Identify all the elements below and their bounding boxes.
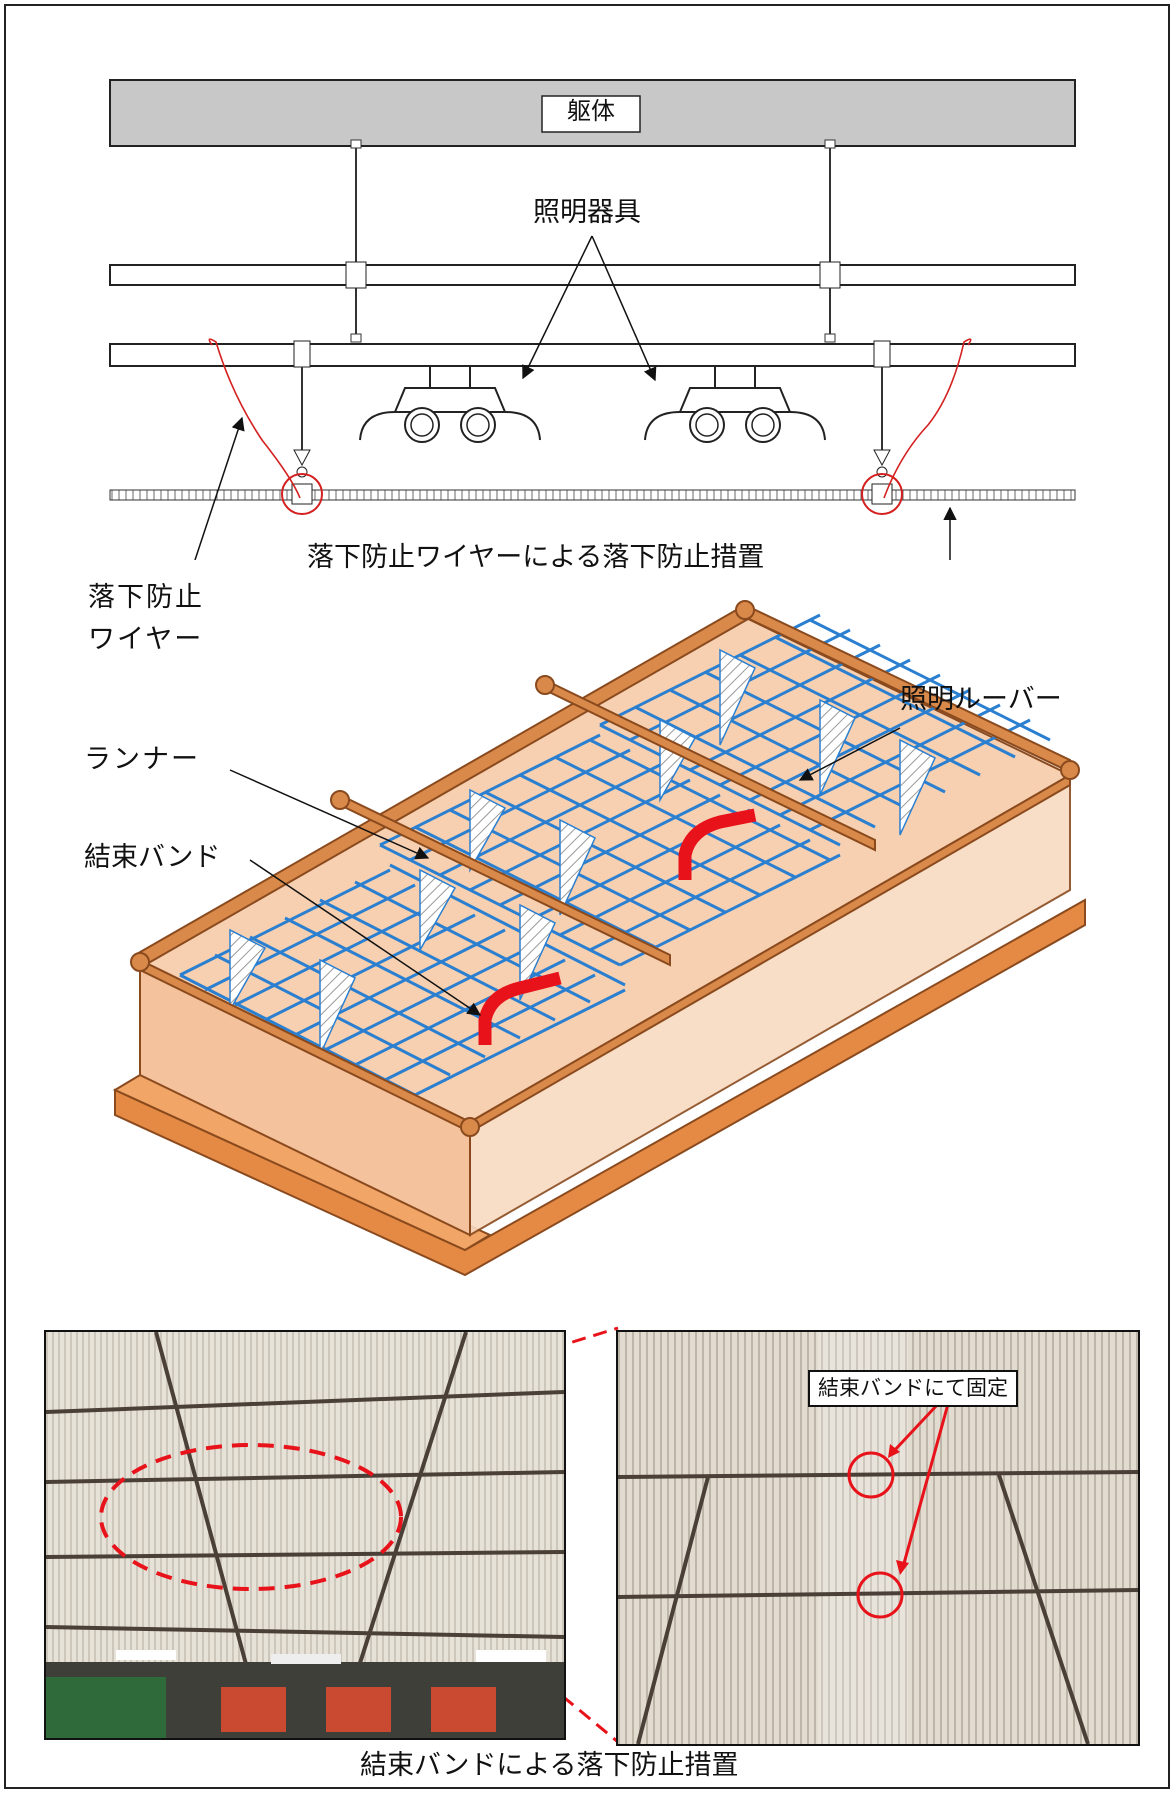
fall-prevention-wire bbox=[208, 338, 301, 499]
band-method-caption: 結束バンドによる落下防止措置 bbox=[360, 1750, 739, 1781]
louver-fins bbox=[229, 648, 936, 1056]
runner-clip-highlight bbox=[861, 473, 903, 515]
runner-clip-highlight bbox=[281, 473, 323, 515]
binding-point-highlight bbox=[856, 1571, 904, 1619]
louver-label: 照明ルーバー bbox=[900, 684, 1062, 715]
binding-callout: 結束バンドにて固定 bbox=[808, 1370, 1019, 1408]
runner-label: ランナー bbox=[84, 744, 200, 775]
lighting-fixture bbox=[644, 365, 826, 443]
ceiling-photo-closeup: 結束バンドにて固定 bbox=[616, 1330, 1140, 1746]
structure-slab bbox=[109, 79, 1076, 147]
ceiling-photo-overview bbox=[44, 1330, 566, 1740]
runner-bars bbox=[130, 600, 1080, 1137]
binding-band bbox=[478, 971, 562, 1045]
louver-strip bbox=[109, 489, 1076, 501]
band-label: 結束バンド bbox=[84, 842, 221, 873]
fall-prevention-wire bbox=[883, 338, 972, 499]
wire-method-caption: 落下防止ワイヤーによる落下防止措置 bbox=[307, 542, 765, 573]
binding-point-highlight bbox=[847, 1451, 895, 1499]
figure-frame bbox=[4, 4, 1170, 1789]
lighting-fixture bbox=[359, 365, 541, 443]
wire-label-line2: ワイヤー bbox=[88, 624, 204, 655]
binding-band bbox=[678, 808, 757, 880]
wire-label-line1: 落下防止 bbox=[88, 582, 204, 613]
ceiling-section-diagram bbox=[109, 79, 1076, 560]
upper-channel bbox=[109, 264, 1076, 286]
structure-label-box bbox=[541, 95, 641, 133]
lower-channel bbox=[109, 343, 1076, 367]
lighting-fixture-label: 照明器具 bbox=[533, 197, 641, 228]
structure-label: 躯体 bbox=[567, 97, 615, 125]
louver-isometric-diagram bbox=[112, 600, 1086, 1277]
